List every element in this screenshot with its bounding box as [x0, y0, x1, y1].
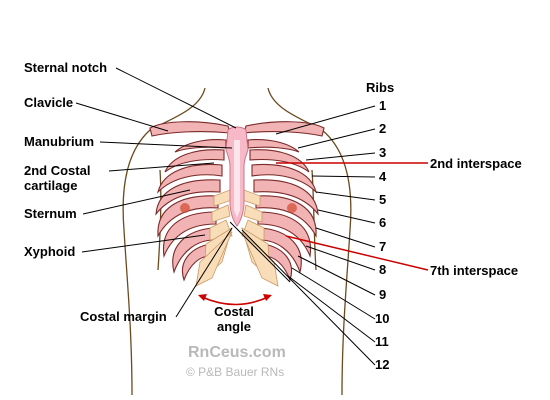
label-costal-angle-line2: angle [217, 319, 251, 334]
rib-number-4: 4 [379, 169, 387, 184]
label-xyphoid: Xyphoid [24, 244, 75, 259]
costal-angle-arrow [198, 294, 272, 306]
watermark-site: RnCeus.com [188, 344, 286, 361]
label-costal-margin: Costal margin [80, 309, 167, 324]
label-ribs-header: Ribs [366, 80, 394, 95]
label-seventh-interspace: 7th interspace [430, 263, 518, 278]
label-costal-cartilage-line1: 2nd Costal [24, 163, 90, 178]
label-leader-lines [75, 67, 429, 366]
label-sternum: Sternum [24, 206, 77, 221]
label-costal-angle-line1: Costal [214, 304, 254, 319]
rib-number-labels: 1 2 3 4 5 6 7 8 9 10 11 12 [375, 98, 389, 372]
rib-number-6: 6 [379, 215, 386, 230]
rib-number-9: 9 [379, 287, 386, 302]
rib-number-12: 12 [375, 357, 389, 372]
sternum-bone [180, 126, 297, 227]
rib-number-3: 3 [379, 145, 386, 160]
label-second-interspace: 2nd interspace [430, 156, 522, 171]
watermark-copyright: © P&B Bauer RNs [186, 365, 284, 379]
label-costal-cartilage-line2: cartilage [24, 178, 77, 193]
rib-number-8: 8 [379, 262, 386, 277]
costal-cartilages [195, 189, 279, 287]
label-sternal-notch: Sternal notch [24, 60, 107, 75]
rib-number-2: 2 [379, 121, 386, 136]
rib-number-5: 5 [379, 192, 386, 207]
rib-number-1: 1 [379, 98, 386, 113]
rib-number-11: 11 [375, 334, 389, 349]
clavicle-bones [149, 121, 325, 137]
label-clavicle: Clavicle [24, 95, 73, 110]
rib-number-7: 7 [379, 239, 386, 254]
rib-number-10: 10 [375, 311, 389, 326]
ribs-group [155, 139, 319, 282]
label-manubrium: Manubrium [24, 134, 94, 149]
